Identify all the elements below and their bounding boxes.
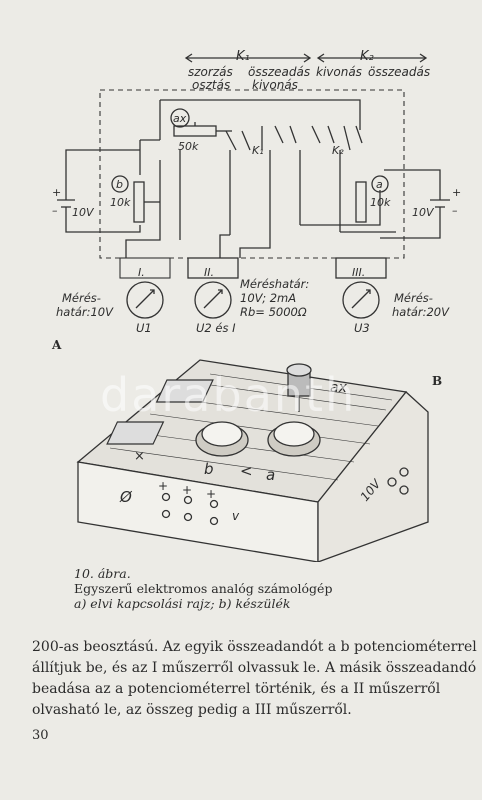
pot-b-value: 10k: [110, 196, 131, 209]
battery-left-minus: –: [52, 204, 58, 217]
body-line-4: olvasható le, az összeg pedig a III műsz…: [32, 702, 352, 718]
mode-add: összeadás: [248, 65, 310, 79]
device-a-label: a: [266, 466, 275, 484]
range-right-1: Mérés-: [394, 291, 433, 305]
battery-left-value: 10V: [72, 206, 95, 219]
device-plus-2: +: [182, 483, 192, 497]
meter-1-label: I.: [138, 266, 145, 279]
u1-label: U1: [136, 321, 152, 335]
range-left-2: határ:10V: [56, 305, 114, 319]
battery-right-minus: –: [452, 204, 458, 217]
range-mid-1: Méréshatár:: [240, 277, 309, 291]
body-line-3: beadása az a potenciométerrel történik, …: [32, 681, 441, 697]
figure-label-b: B: [432, 374, 443, 388]
device-illustration: ax b < a × Ø + + + v 10V: [76, 359, 429, 562]
range-left-1: Mérés-: [62, 291, 101, 305]
pot-a-label: a: [376, 178, 383, 191]
figure-caption: 10. ábra. Egyszerű elektromos analóg szá…: [74, 566, 332, 611]
pot-a-resistor: [355, 181, 367, 223]
device-ax-label: ax: [330, 380, 348, 396]
page-number: 30: [32, 728, 49, 743]
figure-title: Egyszerű elektromos analóg számológép: [74, 581, 333, 596]
device-x-label: ×: [134, 449, 145, 464]
range-right-2: határ:20V: [392, 305, 450, 319]
device-b-label: b: [204, 460, 214, 478]
body-line-1: 200-as beosztású. Az egyik összeadandót …: [32, 639, 477, 655]
range-mid-2: 10V; 2mA: [240, 291, 296, 305]
mode-add-2: összeadás: [368, 65, 430, 79]
pot-b-label: b: [116, 178, 123, 191]
pot-b-resistor: [133, 181, 145, 223]
circuit-schematic: K₁ K₂ szorzás osztás összeadás kivonás k…: [52, 49, 461, 335]
figure-label-a: A: [52, 338, 62, 352]
meter-2-label: II.: [204, 266, 214, 279]
mode-subtract-2: kivonás: [316, 65, 362, 79]
k2-label: K₂: [360, 49, 374, 64]
figure-number: 10. ábra.: [74, 566, 131, 581]
mode-subtract: kivonás: [252, 78, 298, 92]
meter-3: [342, 281, 380, 319]
pot-ax-value: 50k: [178, 140, 199, 153]
pot-b-circle: [111, 175, 129, 193]
device-lt-label: <: [240, 462, 253, 480]
k1-label: K₁: [236, 49, 250, 64]
pot-ax-circle: [170, 108, 190, 128]
device-v-label: v: [232, 509, 240, 523]
device-plus-3: +: [206, 487, 216, 501]
pot-a-value: 10k: [370, 196, 391, 209]
k1-switch-label: K₁: [252, 144, 264, 157]
pot-ax-label: ax: [173, 112, 187, 125]
meter-3-label: III.: [352, 266, 365, 279]
mode-multiply: szorzás: [188, 65, 233, 79]
device-phi-label: Ø: [119, 488, 133, 506]
u2-label: U2 és I: [196, 321, 236, 335]
body-paragraph: 200-as beosztású. Az egyik összeadandót …: [32, 637, 477, 721]
k2-switch-label: K₂: [332, 144, 344, 157]
figure-subtitle: a) elvi kapcsolási rajz; b) készülék: [74, 596, 291, 611]
battery-right-plus: +: [452, 186, 461, 199]
meter-2: [194, 281, 232, 319]
mode-divide: osztás: [192, 78, 230, 92]
range-mid-3: Rb= 5000Ω: [240, 305, 307, 319]
body-line-2: állítjuk be, és az I műszerről olvassuk …: [32, 660, 477, 676]
device-plus-1: +: [158, 479, 168, 493]
meter-1: [126, 281, 164, 319]
battery-left-plus: +: [52, 186, 61, 199]
battery-right-value: 10V: [412, 206, 435, 219]
pot-a-circle: [371, 175, 389, 193]
u3-label: U3: [354, 321, 370, 335]
